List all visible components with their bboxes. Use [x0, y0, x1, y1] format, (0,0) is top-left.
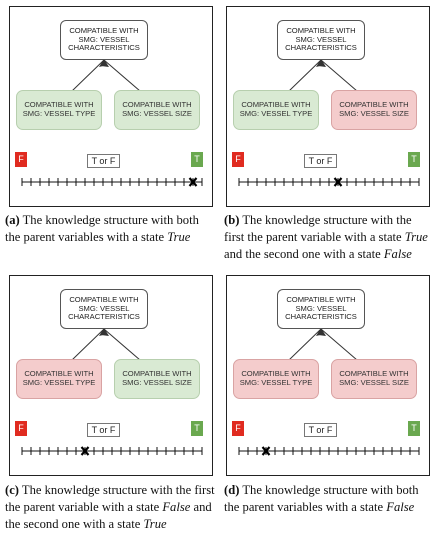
parent-node: COMPATIBLE WITH SMG: VESSEL CHARACTERIST…	[277, 20, 365, 60]
scale-marker-icon	[80, 446, 90, 456]
edge-type	[288, 328, 322, 361]
truth-scale	[21, 177, 203, 187]
truth-scale	[238, 177, 420, 187]
true-badge: T	[408, 152, 420, 167]
caption-text: The knowledge structure with both the pa…	[5, 213, 199, 244]
caption-label: (c)	[5, 483, 19, 497]
t-or-f-label: T or F	[304, 423, 337, 437]
edge-size	[103, 328, 141, 361]
edge-type	[288, 59, 322, 92]
edge-size	[320, 328, 358, 361]
caption-text: The knowledge structure with the first t…	[5, 483, 215, 514]
panel-d: COMPATIBLE WITH SMG: VESSEL CHARACTERIST…	[226, 275, 430, 476]
false-badge: F	[15, 152, 27, 167]
caption-text: True	[143, 517, 167, 531]
true-badge: T	[191, 152, 203, 167]
edge-type	[71, 59, 105, 92]
caption-text: and the second one with a state	[5, 500, 212, 531]
panel-b-lines	[238, 59, 420, 187]
parent-node: COMPATIBLE WITH SMG: VESSEL CHARACTERIST…	[277, 289, 365, 329]
panel-d-lines	[238, 328, 420, 456]
child-node-vessel-type: COMPATIBLE WITH SMG: VESSEL TYPE	[233, 359, 319, 399]
arrowhead-right	[318, 59, 326, 67]
caption-d: (d) The knowledge structure with both th…	[224, 482, 434, 516]
caption-c: (c) The knowledge structure with the fir…	[5, 482, 215, 533]
caption-b: (b) The knowledge structure with the fir…	[224, 212, 434, 263]
child-node-vessel-size: COMPATIBLE WITH SMG: VESSEL SIZE	[331, 359, 417, 399]
t-or-f-label: T or F	[87, 154, 120, 168]
child-node-vessel-type: COMPATIBLE WITH SMG: VESSEL TYPE	[16, 359, 102, 399]
caption-a: (a) The knowledge structure with both th…	[5, 212, 215, 246]
edge-size	[320, 59, 358, 92]
caption-text: The knowledge structure with the first t…	[224, 213, 412, 244]
child-node-vessel-size: COMPATIBLE WITH SMG: VESSEL SIZE	[114, 90, 200, 130]
child-node-vessel-type: COMPATIBLE WITH SMG: VESSEL TYPE	[16, 90, 102, 130]
scale-marker-icon	[261, 446, 271, 456]
edge-type	[71, 328, 105, 361]
caption-label: (d)	[224, 483, 240, 497]
false-badge: F	[15, 421, 27, 436]
caption-text: False	[162, 500, 191, 514]
t-or-f-label: T or F	[304, 154, 337, 168]
scale-marker-icon	[188, 177, 198, 187]
caption-label: (a)	[5, 213, 20, 227]
caption-text: True	[167, 230, 191, 244]
child-node-vessel-size: COMPATIBLE WITH SMG: VESSEL SIZE	[114, 359, 200, 399]
child-node-vessel-size: COMPATIBLE WITH SMG: VESSEL SIZE	[331, 90, 417, 130]
parent-node: COMPATIBLE WITH SMG: VESSEL CHARACTERIST…	[60, 20, 148, 60]
caption-label: (b)	[224, 213, 240, 227]
caption-text: False	[383, 247, 412, 261]
panel-c-lines	[21, 328, 203, 456]
panel-b: COMPATIBLE WITH SMG: VESSEL CHARACTERIST…	[226, 6, 430, 207]
caption-text: The knowledge structure with both the pa…	[224, 483, 419, 514]
true-badge: T	[408, 421, 420, 436]
arrowhead-right	[101, 59, 109, 67]
truth-scale	[21, 446, 203, 456]
true-badge: T	[191, 421, 203, 436]
panel-a: COMPATIBLE WITH SMG: VESSEL CHARACTERIST…	[9, 6, 213, 207]
caption-text: True	[404, 230, 428, 244]
parent-node: COMPATIBLE WITH SMG: VESSEL CHARACTERIST…	[60, 289, 148, 329]
panel-c: COMPATIBLE WITH SMG: VESSEL CHARACTERIST…	[9, 275, 213, 476]
false-badge: F	[232, 421, 244, 436]
false-badge: F	[232, 152, 244, 167]
scale-marker-icon	[333, 177, 343, 187]
caption-text: and the second one with a state	[224, 247, 384, 261]
arrowhead-right	[318, 328, 326, 336]
caption-text: False	[386, 500, 415, 514]
arrowhead-right	[101, 328, 109, 336]
panel-a-lines	[21, 59, 203, 187]
edge-size	[103, 59, 141, 92]
child-node-vessel-type: COMPATIBLE WITH SMG: VESSEL TYPE	[233, 90, 319, 130]
truth-scale	[238, 446, 420, 456]
t-or-f-label: T or F	[87, 423, 120, 437]
